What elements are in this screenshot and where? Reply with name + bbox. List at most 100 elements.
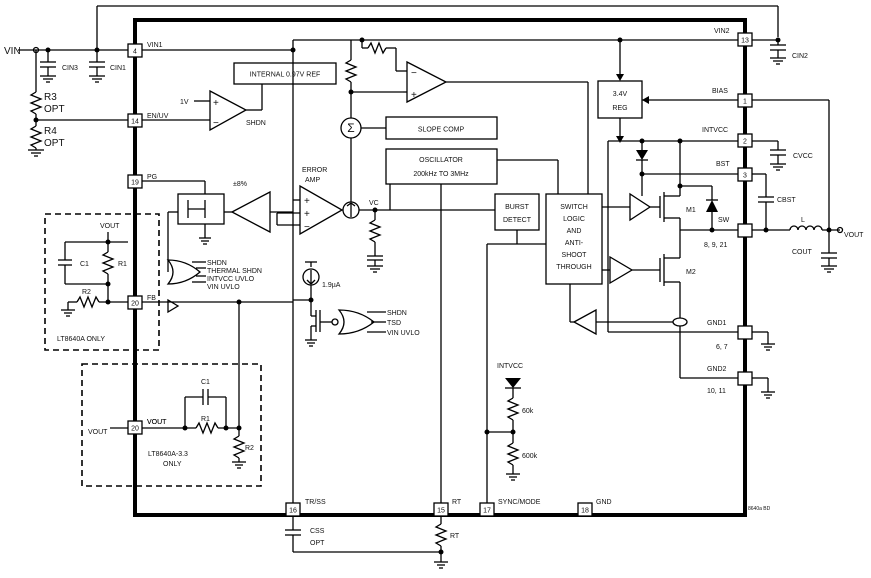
or1-input-intvcc: INTVCC UVLO bbox=[207, 276, 255, 283]
pin-vin1: 4 VIN1 bbox=[127, 42, 163, 58]
svg-text:10, 11: 10, 11 bbox=[707, 388, 726, 395]
svg-text:18: 18 bbox=[581, 508, 589, 515]
svg-text:15: 15 bbox=[437, 508, 445, 515]
vout-label: VOUT bbox=[844, 232, 864, 239]
slope-comp-box bbox=[385, 116, 498, 140]
option-b-caption-line2: ONLY bbox=[163, 461, 182, 468]
svg-text:−: − bbox=[304, 222, 310, 233]
svg-text:VOUT: VOUT bbox=[147, 419, 167, 426]
error-amp-label-2: AMP bbox=[305, 177, 321, 184]
option-b-vout-ext-label: VOUT bbox=[88, 429, 108, 436]
error-amp-label-1: ERROR bbox=[302, 167, 327, 174]
summing-node bbox=[340, 92, 386, 202]
footer-code: 8640a BD bbox=[748, 506, 771, 512]
vin-input-network bbox=[18, 5, 779, 157]
v1-label: 1V bbox=[180, 99, 189, 106]
svg-text:INTVCC: INTVCC bbox=[702, 127, 728, 134]
pin-bias: 1 BIAS bbox=[712, 88, 753, 108]
switch-logic-line-5: SHOOT bbox=[562, 252, 588, 259]
inductor-label: L bbox=[801, 217, 805, 224]
svg-text:PG: PG bbox=[147, 174, 157, 181]
internal-ref-box bbox=[233, 62, 337, 85]
option-a-r1-label: R1 bbox=[118, 261, 127, 268]
option-b-c1-label: C1 bbox=[201, 379, 210, 386]
svg-text:VIN1: VIN1 bbox=[147, 42, 163, 49]
m2-mosfet bbox=[659, 230, 681, 378]
or2-input-vin-uvlo: VIN UVLO bbox=[387, 330, 420, 337]
svg-text:17: 17 bbox=[483, 508, 491, 515]
svg-text:−: − bbox=[411, 68, 417, 79]
cin2-label: CIN2 bbox=[792, 53, 808, 60]
option-a-vout-label: VOUT bbox=[100, 223, 120, 230]
shutdown-or-gate bbox=[166, 259, 206, 285]
burst-detect-label-2: DETECT bbox=[503, 217, 532, 224]
css-label: CSS bbox=[310, 528, 325, 535]
pin-bst: 3 BST bbox=[716, 161, 753, 182]
reg-box bbox=[597, 80, 643, 119]
svg-text:19: 19 bbox=[131, 180, 139, 187]
svg-text:SYNC/MODE: SYNC/MODE bbox=[498, 499, 541, 506]
svg-text:2: 2 bbox=[743, 139, 747, 146]
m1-label: M1 bbox=[686, 207, 696, 214]
svg-text:TR/SS: TR/SS bbox=[305, 499, 326, 506]
vc-label: VC bbox=[369, 200, 379, 207]
error-amp: + + − bbox=[276, 184, 344, 236]
en-uv-comparator: + − bbox=[142, 84, 263, 132]
r3-opt-label: OPT bbox=[44, 104, 65, 115]
oscillator-label-1: OSCILLATOR bbox=[419, 157, 463, 164]
slope-comp-label: SLOPE COMP bbox=[418, 127, 465, 134]
low-side-driver bbox=[602, 255, 660, 285]
reg-connections bbox=[607, 37, 741, 332]
option-a-network bbox=[58, 232, 128, 317]
svg-text:GND1: GND1 bbox=[707, 320, 727, 327]
option-a-r2-label: R2 bbox=[82, 289, 91, 296]
current-sense-amp: − + bbox=[344, 37, 589, 194]
svg-text:8, 9, 21: 8, 9, 21 bbox=[704, 242, 727, 249]
switch-logic-line-3: AND bbox=[567, 228, 582, 235]
pin-gnd: 18 GND bbox=[577, 499, 612, 517]
pin-gnd2: GND2 10, 11 bbox=[707, 366, 753, 395]
or2-input-tsd: TSD bbox=[387, 320, 401, 327]
svg-text:EN/UV: EN/UV bbox=[147, 113, 169, 120]
r600k-label: 600k bbox=[522, 453, 538, 460]
svg-text:FB: FB bbox=[147, 295, 156, 302]
rt-label: RT bbox=[450, 533, 460, 540]
option-a-caption: LT8640A ONLY bbox=[57, 336, 105, 343]
cout-label: COUT bbox=[792, 249, 813, 256]
pin-sync-mode: 17 SYNC/MODE bbox=[479, 499, 541, 517]
pin-en-uv: 14 EN/UV bbox=[127, 113, 169, 128]
r60k-label: 60k bbox=[522, 408, 534, 415]
cvcc-label: CVCC bbox=[793, 153, 813, 160]
svg-text:+: + bbox=[304, 209, 310, 220]
cin3-label: CIN3 bbox=[62, 65, 78, 72]
oscillator-box bbox=[385, 148, 498, 185]
css-opt-label: OPT bbox=[310, 540, 325, 547]
svg-text:+: + bbox=[213, 98, 219, 109]
reg-label-2: REG bbox=[612, 105, 627, 112]
high-side-driver bbox=[602, 174, 660, 222]
svg-text:13: 13 bbox=[741, 38, 749, 45]
pin-tr-ss: 16 TR/SS bbox=[285, 499, 326, 517]
switch-logic-line-1: SWITCH bbox=[560, 204, 588, 211]
pct-label: ±8% bbox=[233, 181, 247, 188]
pg-comparator bbox=[142, 180, 293, 314]
burst-detect-box bbox=[494, 193, 540, 231]
svg-text:SW: SW bbox=[718, 217, 730, 224]
shdn-label-1: SHDN bbox=[246, 120, 266, 127]
sigma-symbol: Σ bbox=[347, 121, 354, 135]
sense-feedback bbox=[569, 284, 688, 336]
pin-vout-33: 20 VOUT bbox=[127, 419, 167, 435]
reg-label-1: 3.4V bbox=[613, 91, 628, 98]
oscillator-label-2: 200kHz TO 3MHz bbox=[413, 171, 469, 178]
svg-text:BIAS: BIAS bbox=[712, 88, 728, 95]
tr-ss-pullup bbox=[293, 261, 386, 347]
cbst-label: CBST bbox=[777, 197, 796, 204]
intvcc-label: INTVCC bbox=[497, 363, 523, 370]
switch-logic-line-4: ANTI- bbox=[565, 240, 584, 247]
right-external-network bbox=[752, 37, 844, 399]
svg-text:20: 20 bbox=[131, 301, 139, 308]
svg-text:BST: BST bbox=[716, 161, 730, 168]
option-b-vout-int-label: VOUT bbox=[147, 419, 167, 426]
m1-mosfet bbox=[659, 138, 718, 230]
